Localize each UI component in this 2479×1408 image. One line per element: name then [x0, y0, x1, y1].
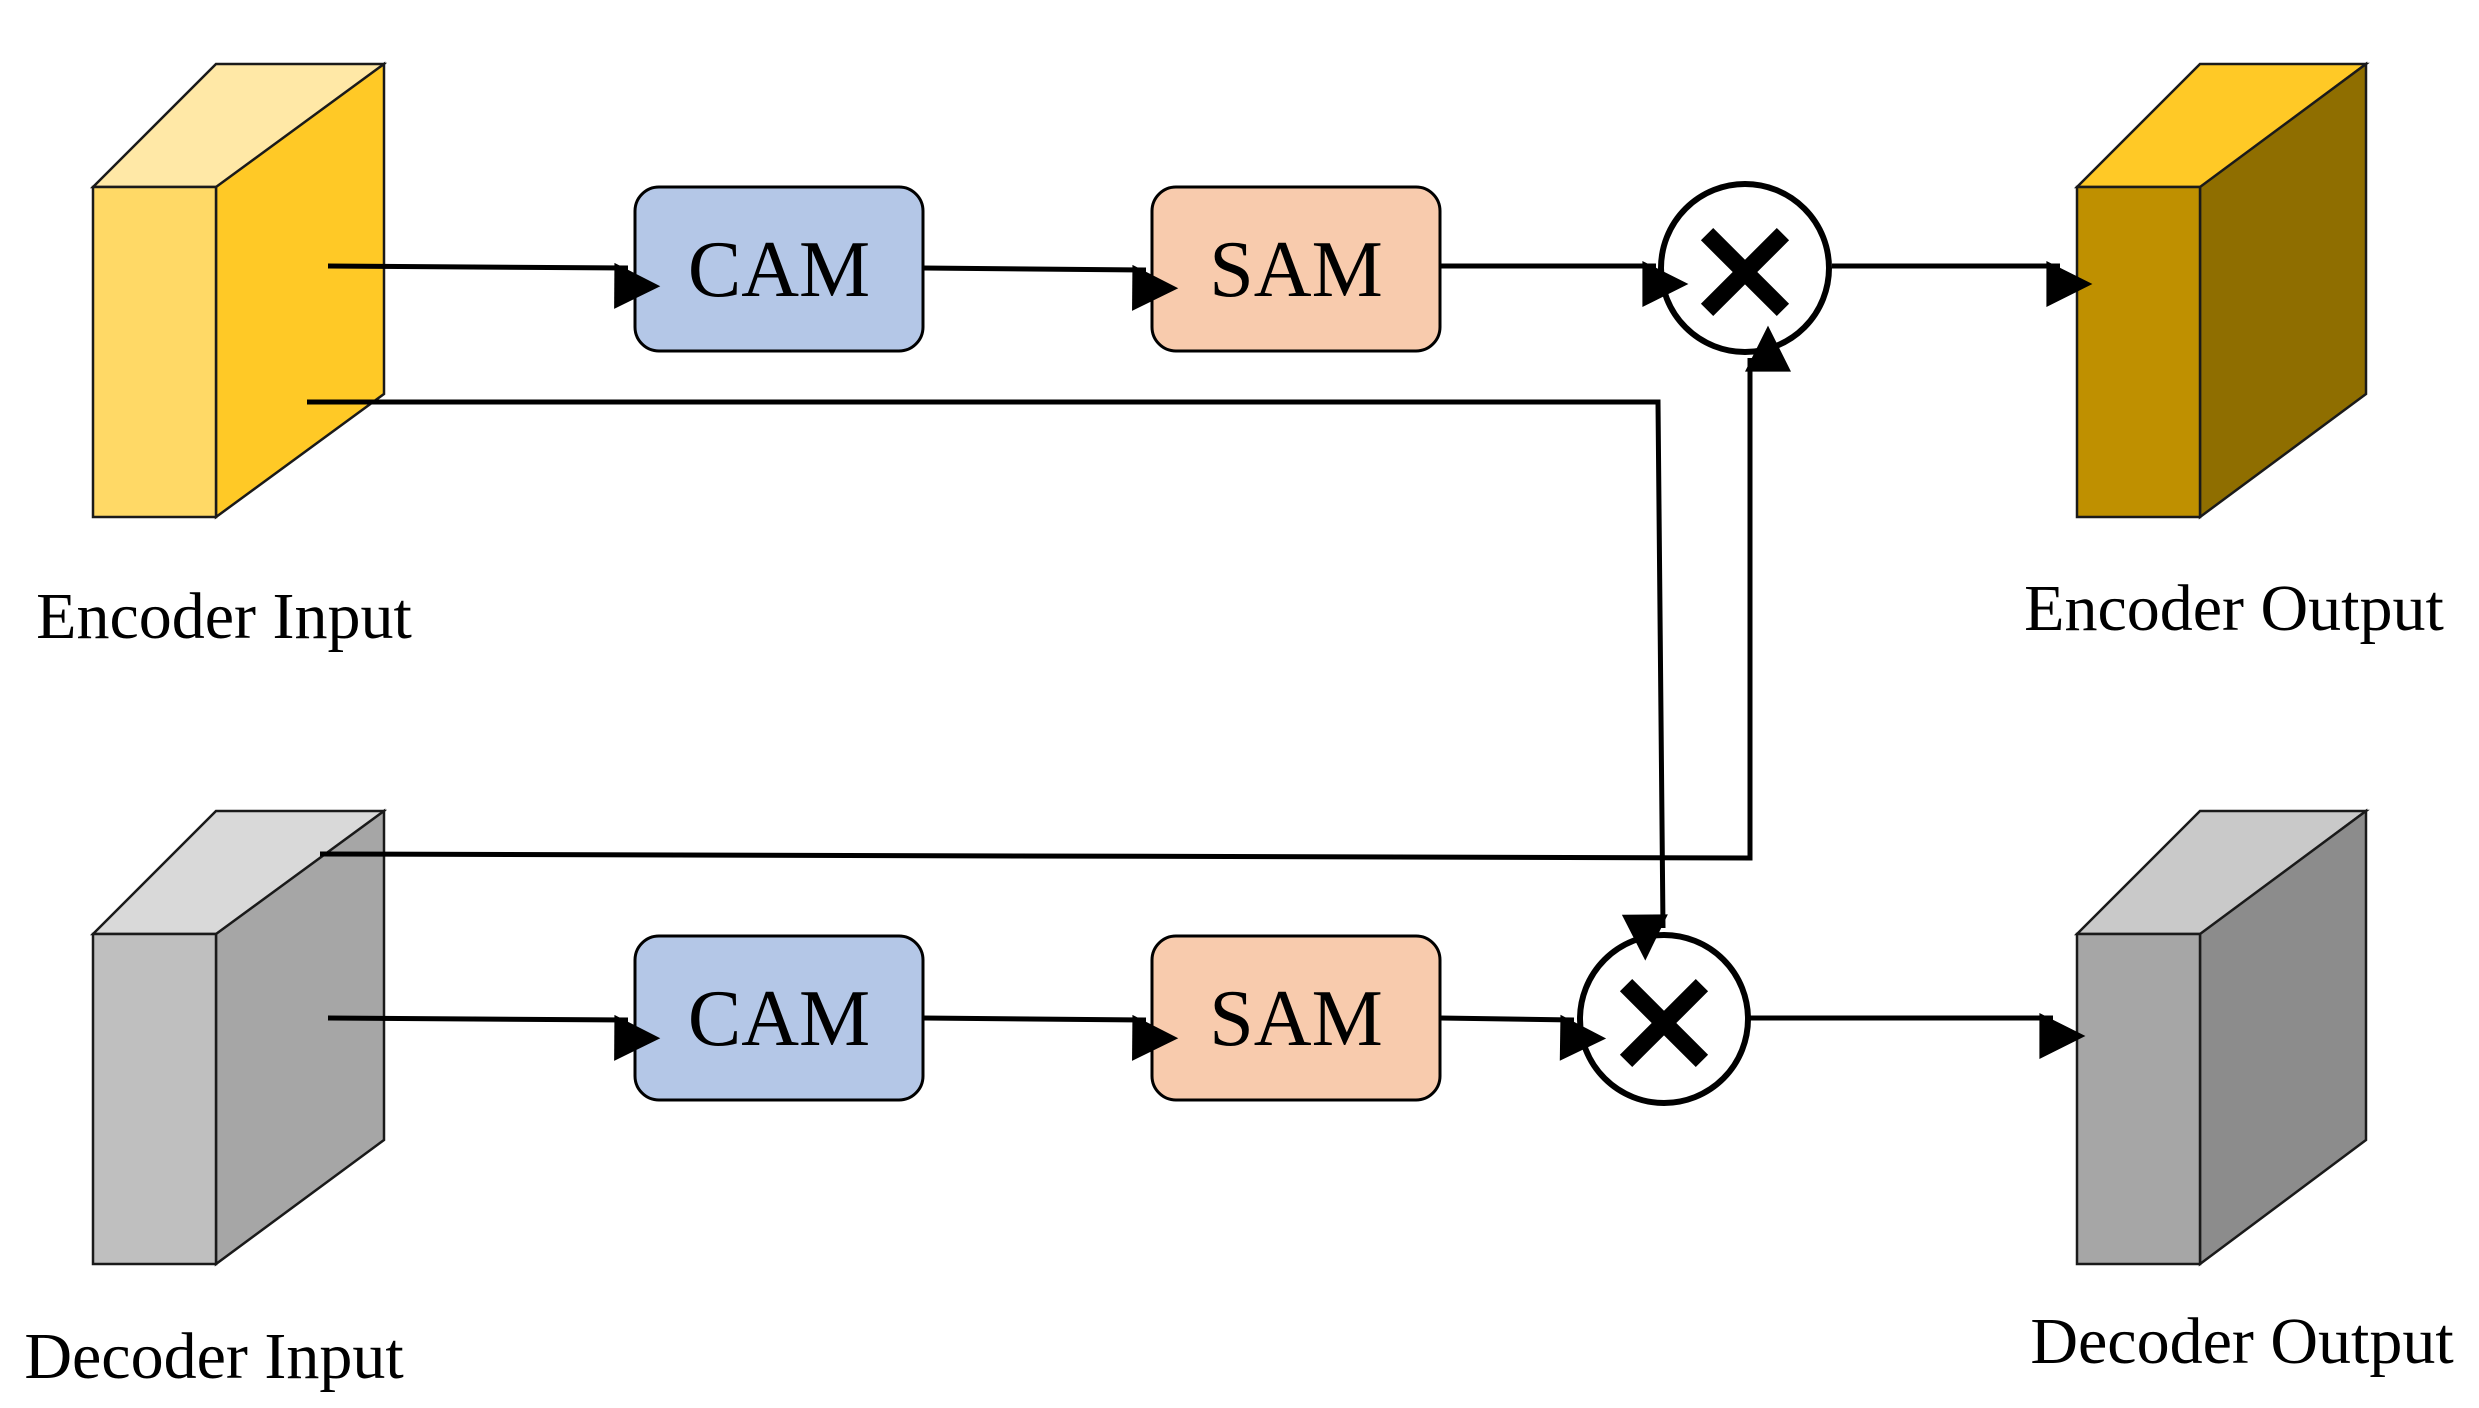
- encoder-output-block: [2073, 61, 2370, 520]
- encoder-sam-module: SAM: [1150, 185, 1442, 353]
- encoder-multiply-operator: ×: [1658, 181, 1832, 355]
- encoder-cam-module: CAM: [633, 185, 925, 353]
- encoder-input-block: [89, 61, 388, 520]
- decoder-sam-to-multiply-arrow: [1439, 1014, 1607, 1061]
- decoder-multiply-operator: ×: [1577, 932, 1751, 1106]
- encoder-input-label: Encoder Input: [36, 580, 412, 653]
- encoder-cam-to-sam-arrow: [922, 264, 1179, 311]
- decoder-output-label: Decoder Output: [2030, 1305, 2453, 1378]
- decoder-output-block: [2073, 808, 2370, 1267]
- encoder-cam-label: CAM: [688, 226, 870, 314]
- decoder-input-block: [89, 808, 388, 1267]
- encoder-output-front-face: [2075, 185, 2202, 519]
- decoder-input-front-face: [91, 932, 218, 1266]
- encoder-output-label: Encoder Output: [2024, 572, 2444, 645]
- encoder-sam-label: SAM: [1209, 226, 1382, 314]
- decoder-input-label: Decoder Input: [24, 1320, 403, 1393]
- decoder-cam-module: CAM: [633, 934, 925, 1102]
- decoder-input-to-encoder-multiply-path: [319, 325, 1791, 861]
- decoder-multiply-icon: ×: [1601, 932, 1727, 1106]
- encoder-input-to-decoder-multiply-path: [307, 399, 1668, 961]
- decoder-sam-label: SAM: [1209, 975, 1382, 1063]
- encoder-input-to-cam-arrow: [327, 262, 661, 309]
- decoder-output-front-face: [2075, 932, 2202, 1266]
- decoder-cam-label: CAM: [688, 975, 870, 1063]
- encoder-input-front-face: [91, 185, 218, 519]
- decoder-cam-to-sam-arrow: [922, 1014, 1179, 1061]
- decoder-input-to-cam-arrow: [327, 1014, 661, 1061]
- encoder-multiply-icon: ×: [1682, 181, 1808, 355]
- connectors: [307, 261, 2093, 1061]
- decoder-sam-module: SAM: [1150, 934, 1442, 1102]
